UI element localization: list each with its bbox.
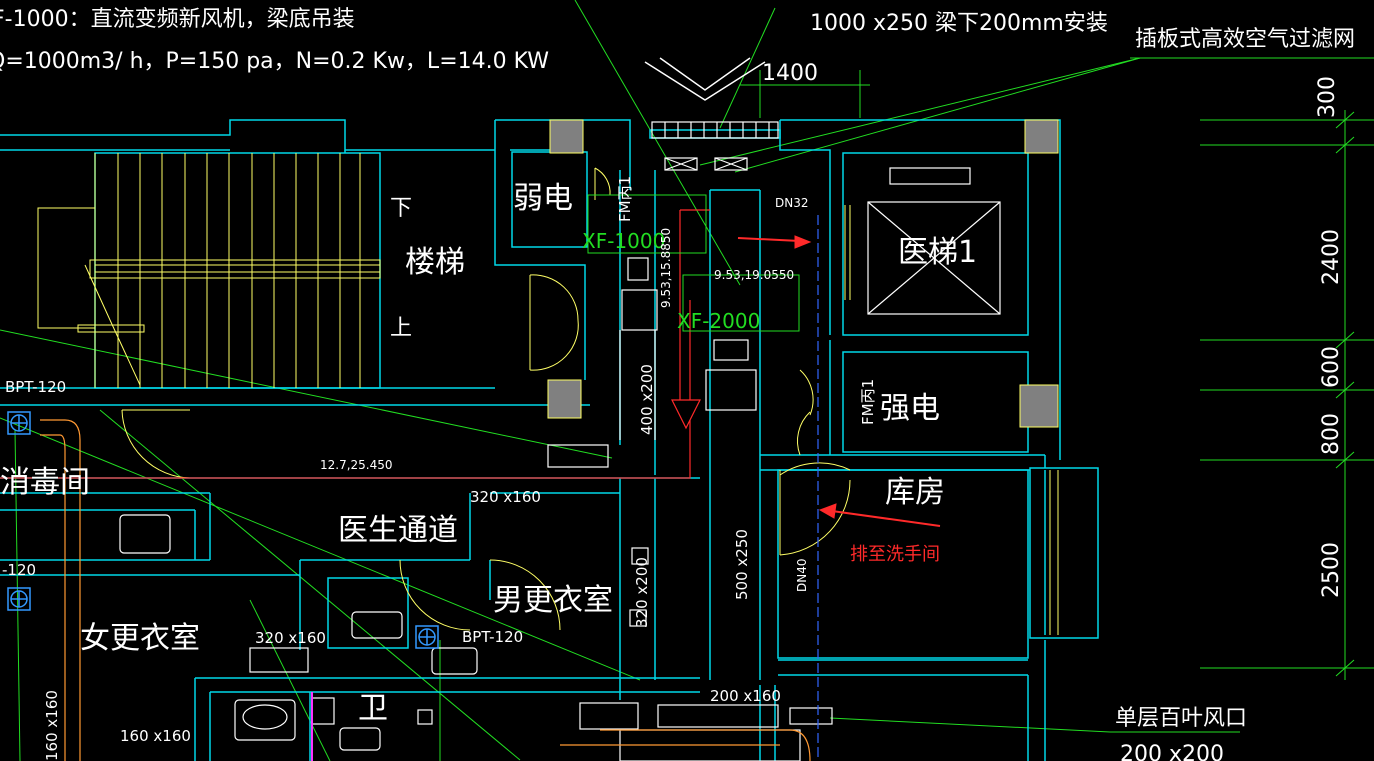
- dim-800: 800: [1319, 413, 1344, 455]
- beam-note: 1000 x250 梁下200mm安装: [810, 11, 1108, 36]
- dim-1400: 1400: [762, 61, 818, 86]
- duct-200x160: 200 x160: [710, 687, 781, 705]
- flow-arrow: [644, 61, 766, 101]
- red-arrows: [737, 235, 941, 527]
- dim-2500: 2500: [1319, 542, 1344, 598]
- duct-320x200: 320 x200: [633, 557, 651, 628]
- stair-and-doors: [37, 153, 1059, 635]
- fm-strong: FM丙1: [859, 379, 877, 425]
- room-male-locker: 男更衣室: [493, 583, 613, 618]
- diffusers: [7, 411, 439, 649]
- duct-500x250: 500 x250: [733, 529, 751, 600]
- dim-2400: 2400: [1319, 229, 1344, 285]
- columns: [547, 119, 1059, 428]
- room-storage: 库房: [885, 475, 945, 510]
- filter-note: 插板式高效空气过滤网: [1135, 27, 1355, 52]
- duct-200x200: 200 x200: [1120, 742, 1224, 761]
- stair-up: 上: [390, 316, 412, 341]
- louver-note: 单层百叶风口: [1115, 706, 1247, 731]
- elevation-c: 12.7,25.450: [320, 458, 393, 472]
- duct-320x160-a: 320 x160: [470, 488, 541, 506]
- room-disinfect: 消毒间: [0, 465, 90, 500]
- duct-160x160-b: 160 x160: [43, 690, 61, 761]
- xf1000-label: XF-1000: [582, 229, 665, 253]
- dim-600: 600: [1319, 346, 1344, 388]
- pipe-dn40: DN40: [795, 559, 809, 593]
- room-female-locker: 女更衣室: [80, 621, 200, 656]
- elevation-a: 9.53,15.8850: [659, 228, 673, 308]
- unit-title: F-1000：直流变频新风机，梁底吊装: [0, 7, 355, 32]
- room-weak: 弱电: [513, 181, 573, 216]
- pipe-dn32: DN32: [775, 196, 809, 210]
- room-stair: 楼梯: [405, 245, 465, 280]
- elevator-car: [867, 167, 1001, 315]
- room-doctor-passage: 医生通道: [338, 513, 458, 548]
- unit-specs: Q=1000m3/ h，P=150 pa，N=0.2 Kw，L=14.0 KW: [0, 49, 549, 74]
- orange-ducts: [40, 419, 811, 761]
- duct-160x160-a: 160 x160: [120, 727, 191, 745]
- bpt-label-1: BPT-120: [5, 378, 66, 396]
- ducts: [119, 121, 833, 761]
- walls: [0, 119, 1099, 761]
- bpt-label-3: -120: [2, 561, 36, 579]
- drain-annotation: 排至洗手间: [850, 544, 940, 565]
- dim-300: 300: [1315, 76, 1340, 118]
- elevation-b: 9.53,19.0550: [714, 268, 794, 282]
- room-elevator: 医梯1: [898, 235, 977, 270]
- room-toilet: 卫: [358, 691, 388, 726]
- red-pipes: [0, 209, 710, 479]
- stair-down: 下: [390, 196, 412, 221]
- dimension-lines-right: [1200, 110, 1374, 680]
- fm-weak: FM丙1: [616, 176, 634, 222]
- xf-boxes: [587, 194, 800, 332]
- room-strong: 强电: [880, 391, 940, 426]
- bpt-label-2: BPT-120: [462, 628, 523, 646]
- xf2000-label: XF-2000: [677, 309, 760, 333]
- duct-400x200: 400 x200: [638, 364, 656, 435]
- duct-320x160-b: 320 x160: [255, 629, 326, 647]
